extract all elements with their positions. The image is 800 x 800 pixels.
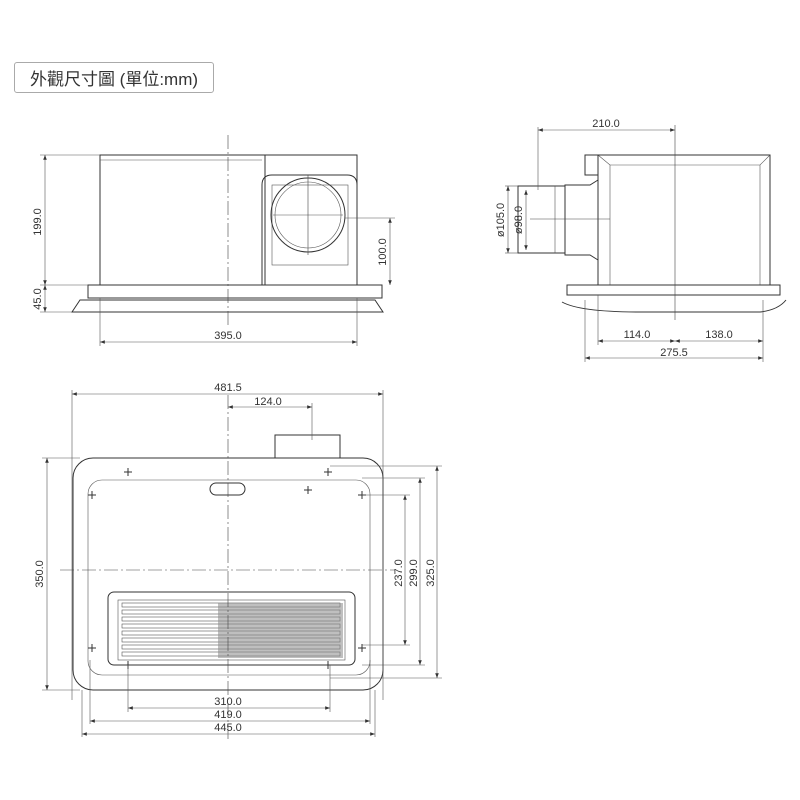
- dim-mount-width-inner: 310.0: [214, 696, 242, 708]
- dim-panel-width: 445.0: [214, 722, 242, 734]
- dim-total-depth: 275.5: [660, 347, 688, 359]
- dim-mount-width-mid: 419.0: [214, 709, 242, 721]
- screw-mark-icon: [88, 644, 96, 652]
- dim-bottom-duct-offset: 124.0: [254, 396, 282, 408]
- screw-mark-icon: [358, 644, 366, 652]
- screw-mark-icon: [324, 468, 332, 476]
- screw-mark-icon: [88, 491, 96, 499]
- dim-duct-center-height: 100.0: [377, 238, 389, 266]
- dim-overall-width: 481.5: [214, 382, 242, 394]
- screw-mark-icon: [304, 486, 312, 494]
- dim-mount-height-inner: 237.0: [393, 559, 405, 587]
- side-view: 210.0 ø105.0 ø98.0 114.0 138.0 275.5: [495, 118, 787, 362]
- bottom-view: 481.5 124.0 350.0 237.0 299.0 325.0 310.…: [34, 382, 442, 740]
- dim-duct-inner-diameter: ø98.0: [513, 206, 525, 234]
- dim-front-body-height: 199.0: [32, 208, 44, 236]
- dim-panel-height: 350.0: [34, 560, 46, 588]
- dim-front-depth: 114.0: [624, 329, 651, 341]
- dim-mount-height-mid: 299.0: [408, 559, 420, 587]
- dim-duct-outer-diameter: ø105.0: [495, 203, 507, 237]
- screw-mark-icon: [324, 661, 332, 669]
- dim-front-width: 395.0: [214, 330, 242, 342]
- dim-side-duct-offset: 210.0: [592, 118, 620, 130]
- drawing-title: 外觀尺寸圖 (單位:mm): [14, 62, 214, 93]
- dim-front-base-height: 45.0: [32, 288, 44, 309]
- screw-mark-icon: [124, 468, 132, 476]
- dim-mount-height-outer: 325.0: [425, 559, 437, 587]
- dim-rear-depth: 138.0: [705, 329, 733, 341]
- front-view: 199.0 45.0 100.0 395.0: [32, 135, 395, 346]
